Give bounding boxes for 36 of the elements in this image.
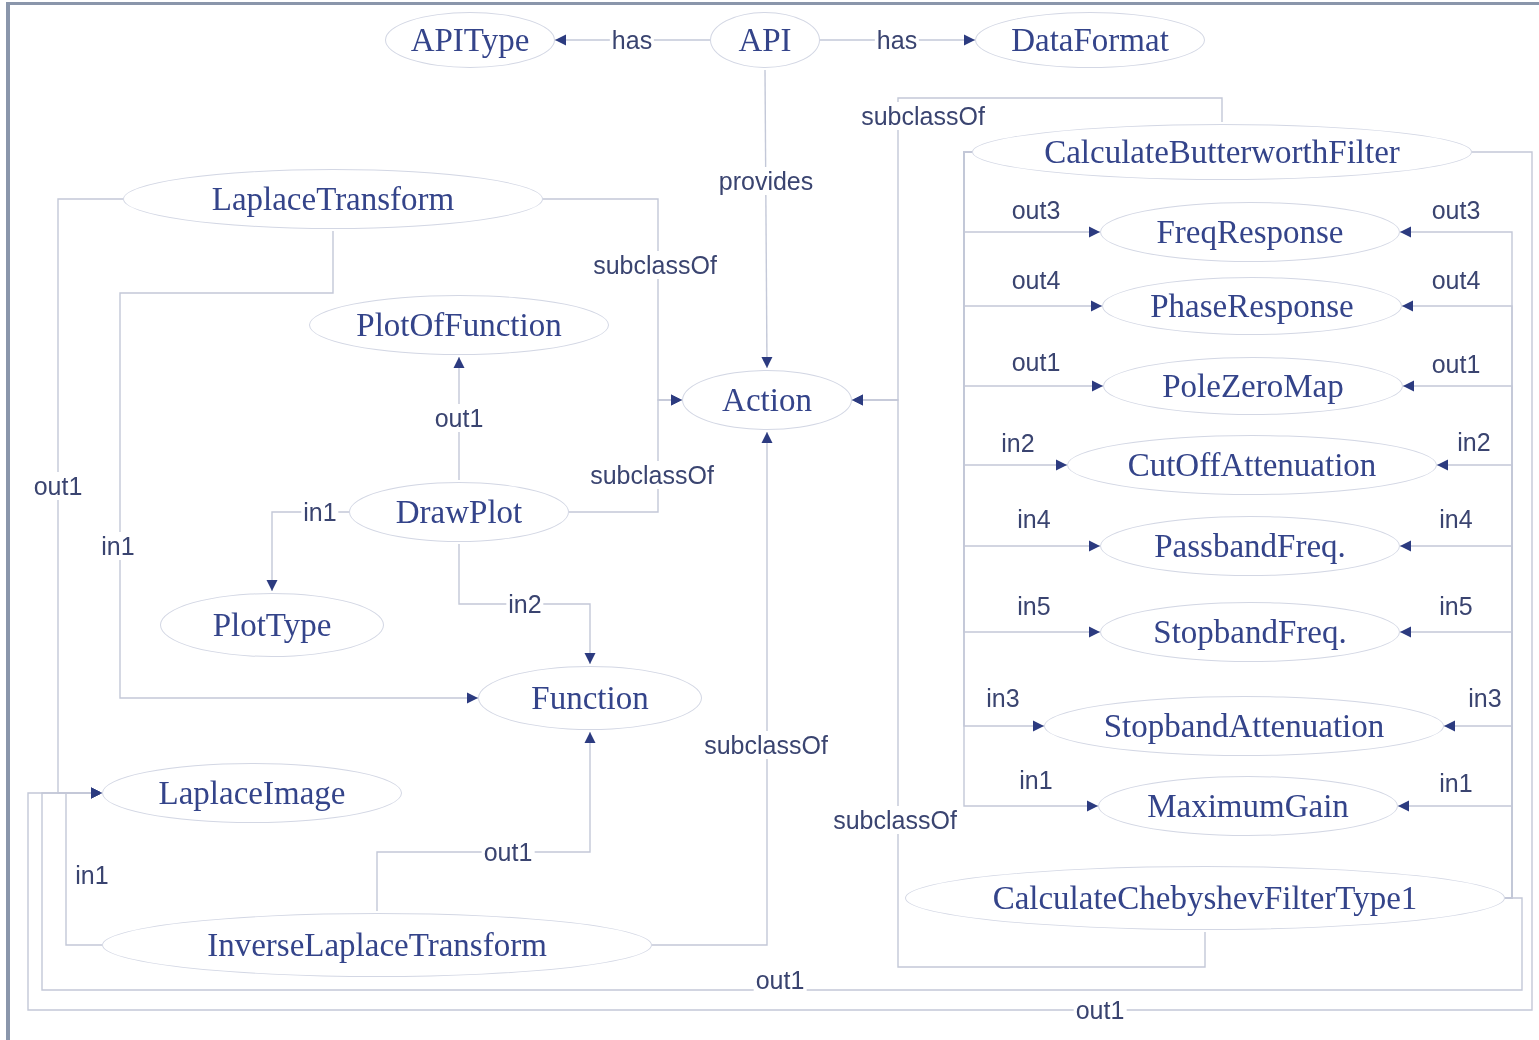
class-name: APIType [410, 21, 530, 59]
edge-label: in1 [99, 532, 137, 560]
connector-arrow [1397, 800, 1513, 899]
class-name: InverseLaplaceTransform [207, 926, 547, 964]
class-name: PoleZeroMap [1162, 367, 1344, 405]
class-name: PlotOfFunction [356, 306, 562, 344]
class-name: CutOffAttenuation [1127, 446, 1377, 484]
edge-label: out1 [432, 404, 486, 432]
class-name: Function [531, 679, 649, 717]
class-name: StopbandFreq. [1153, 613, 1347, 651]
class-name: PhaseResponse [1150, 287, 1354, 325]
class-name: StopbandAttenuation [1103, 707, 1385, 745]
connector-arrow [41, 787, 1523, 991]
connector-arrow [651, 431, 773, 946]
class-name: LaplaceTransform [211, 180, 455, 218]
class-name: CalculateChebyshevFilterType1 [992, 879, 1418, 917]
connector-arrow [119, 230, 479, 704]
connector-arrow [761, 69, 773, 369]
class-name: CalculateButterworthFilter [1044, 133, 1400, 171]
class-name: MaximumGain [1147, 787, 1349, 825]
connector-arrow [851, 394, 1206, 968]
edge-label: subclassOf [702, 731, 830, 759]
edge-label: out1 [31, 472, 85, 500]
class-name: LaplaceImage [158, 774, 346, 812]
connector-arrow [27, 151, 1533, 1011]
class-name: PassbandFreq. [1154, 527, 1346, 565]
class-name: DataFormat [1011, 21, 1169, 59]
edge-label: subclassOf [859, 102, 987, 130]
edge-label: subclassOf [831, 806, 959, 834]
class-name: Action [722, 381, 812, 419]
class-name: DrawPlot [395, 493, 523, 531]
class-name: API [738, 21, 792, 59]
class-name: FreqResponse [1156, 213, 1344, 251]
class-name: PlotType [212, 606, 332, 644]
edge-label: subclassOf [588, 461, 716, 489]
edge-label: subclassOf [591, 251, 719, 279]
